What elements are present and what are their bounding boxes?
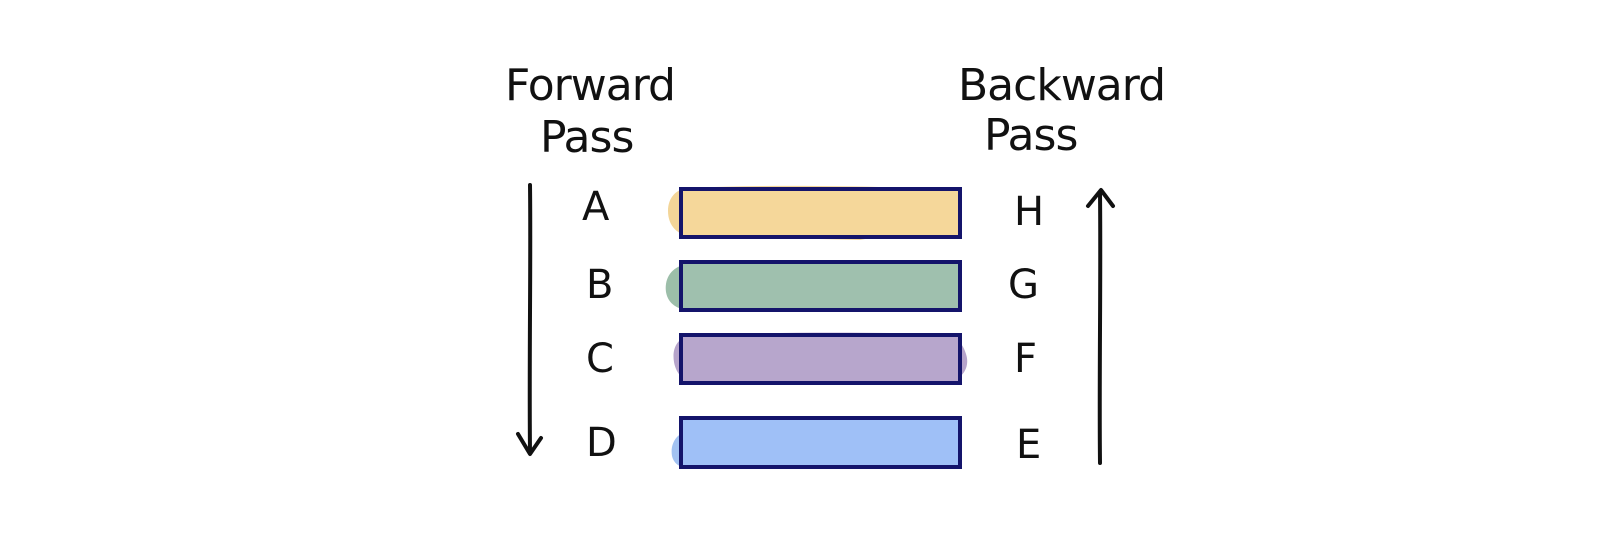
layer-block — [679, 333, 962, 385]
backward-layer-label: E — [1016, 422, 1041, 468]
forward-layer-label: C — [586, 336, 614, 382]
backward-arrow-icon — [1086, 188, 1115, 465]
layer-row: A H — [582, 184, 1044, 240]
layer-block — [679, 416, 962, 469]
backward-pass-title: Backward Pass — [958, 60, 1166, 161]
forward-pass-title: Forward Pass — [505, 60, 676, 163]
layer-block — [679, 260, 962, 312]
forward-layer-label: D — [586, 420, 617, 466]
forward-title-line2: Pass — [540, 112, 633, 163]
forward-title-line1: Forward — [505, 60, 675, 111]
backward-layer-label: F — [1014, 336, 1037, 382]
layer-block — [679, 187, 962, 239]
backward-title-line2: Pass — [984, 110, 1077, 161]
layer-row: D E — [586, 416, 1041, 469]
forward-arrow-icon — [516, 183, 543, 456]
backward-layer-label: H — [1014, 189, 1044, 235]
forward-layer-label: A — [582, 184, 610, 230]
backward-layer-label: G — [1008, 262, 1039, 308]
layer-row: C F — [586, 332, 1037, 385]
backward-title-line1: Backward — [958, 60, 1165, 111]
layer-row: B G — [586, 260, 1039, 312]
forward-layer-label: B — [586, 262, 613, 308]
